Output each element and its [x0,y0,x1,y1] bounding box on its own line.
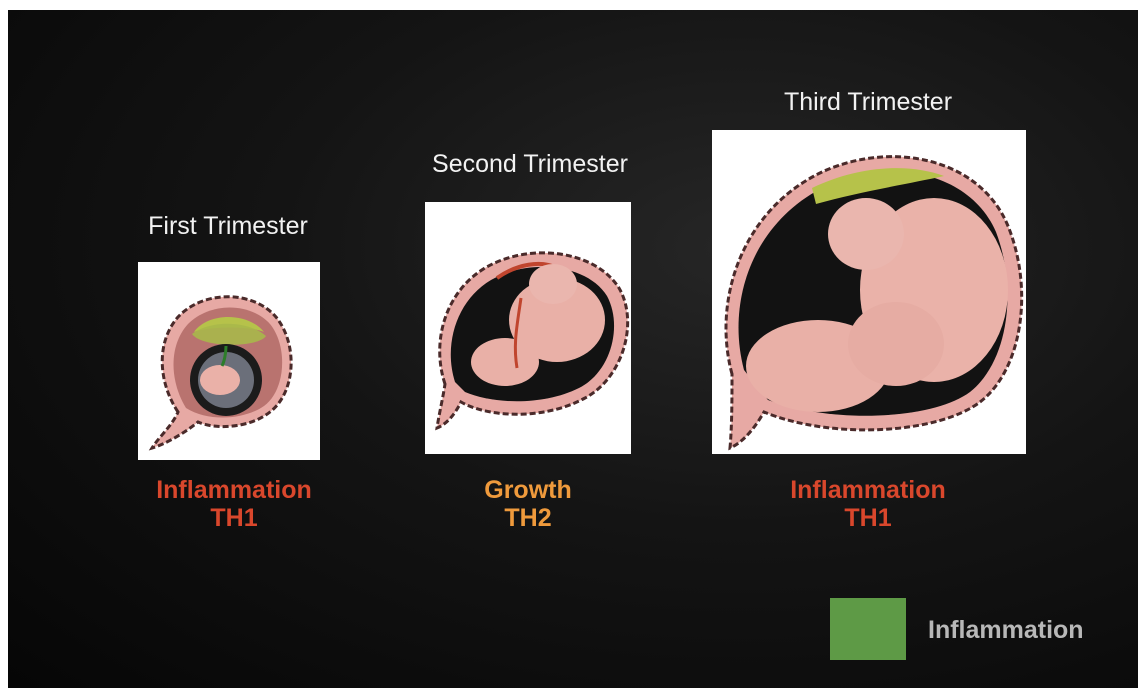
legend-label: Inflammation [928,616,1084,645]
legend-swatch [830,598,906,660]
first-trimester-line1: Inflammation [104,476,364,504]
third-trimester-title: Third Trimester [738,88,998,117]
second-trimester-title: Second Trimester [400,150,660,179]
second-trimester-line2: TH2 [398,504,658,532]
second-trimester-illustration [425,202,631,454]
third-trimester-illustration [712,130,1026,454]
first-trimester-title: First Trimester [128,212,328,241]
third-trimester-line2: TH1 [738,504,998,532]
third-trimester-line1: Inflammation [738,476,998,504]
first-trimester-label: Inflammation TH1 [104,476,364,532]
second-trimester-label: Growth TH2 [398,476,658,532]
slide: First Trimester Inflammation TH1 Second … [8,10,1138,688]
third-trimester-label: Inflammation TH1 [738,476,998,532]
first-trimester-illustration [138,262,320,460]
first-trimester-line2: TH1 [104,504,364,532]
second-trimester-line1: Growth [398,476,658,504]
